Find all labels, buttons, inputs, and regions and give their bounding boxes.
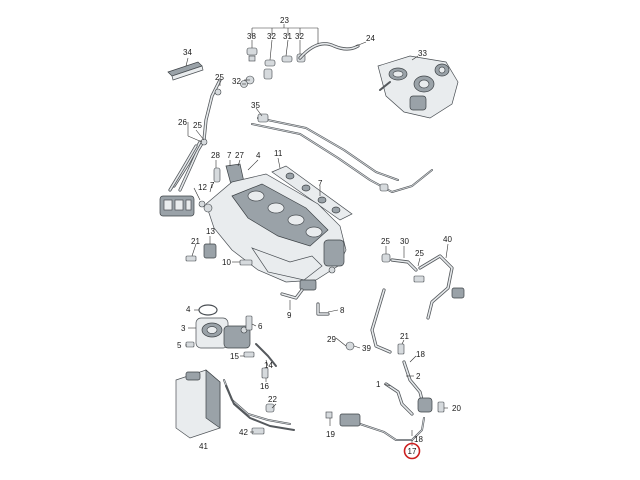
callout-17: 17 [408,447,417,456]
callout-17-highlight[interactable]: 17 [403,442,421,460]
callout-38: 38 [247,32,256,41]
callout-40: 40 [443,235,452,244]
callout-labels: 23 38 32 31 32 24 34 33 25 32 35 26 25 2… [177,16,461,460]
leader-lines [185,24,449,446]
callout-32: 32 [232,77,241,86]
callout-21: 21 [191,237,200,246]
hose-30 [381,253,418,272]
callout-33: 33 [418,49,427,58]
part-3-throttle-body [185,317,251,349]
hose-40 [413,254,465,320]
bolt-12 [198,200,206,208]
callout-10: 10 [222,258,231,267]
callout-7: 7 [210,181,215,190]
hose-29 [345,288,392,354]
callout-2: 2 [416,372,421,381]
callout-25: 25 [215,73,224,82]
part-34-bracket [167,57,204,81]
callout-39: 39 [362,344,371,353]
hose-18-lower [325,343,445,441]
pipe-35 [251,113,433,193]
callout-18: 18 [416,350,425,359]
callout-32: 32 [295,32,304,41]
part-4-oring [198,304,218,316]
callout-3: 3 [181,324,186,333]
part-14-rod [243,343,277,379]
fittings-23-group [245,47,306,85]
pipe-22 [223,379,295,431]
callout-32: 32 [267,32,276,41]
highlight-ring [403,442,421,460]
part-13-bracket [185,243,253,266]
callout-11: 11 [274,149,283,158]
pipe-8 [316,302,330,316]
connector-block [159,195,195,217]
intake-manifold [203,173,347,283]
pipe-9 [280,288,304,300]
part-41-canister [175,369,221,439]
callout-20: 20 [452,404,461,413]
callout-24: 24 [366,34,375,43]
callout-41: 41 [199,442,208,451]
callout-31: 31 [283,32,292,41]
callout-18: 18 [414,435,423,444]
callout-28: 28 [211,151,220,160]
callout-15: 15 [230,352,239,361]
callout-6: 6 [258,322,263,331]
callout-16: 16 [260,382,269,391]
part-42-clamp [251,427,265,435]
callout-25: 25 [381,237,390,246]
hose-24 [298,42,360,60]
callout-23: 23 [280,16,289,25]
callout-29: 29 [327,335,336,344]
part-7-sensor [299,279,317,291]
callout-4: 4 [256,151,261,160]
bolt-6 [245,315,253,331]
callout-26: 26 [178,118,187,127]
callout-13: 13 [206,227,215,236]
callout-4: 4 [186,305,191,314]
callout-7: 7 [318,179,323,188]
callout-19: 19 [326,430,335,439]
callout-27: 27 [235,151,244,160]
callout-21: 21 [400,332,409,341]
callout-14: 14 [264,361,273,370]
callout-30: 30 [400,237,409,246]
callout-34: 34 [183,48,192,57]
callout-25: 25 [415,249,424,258]
callout-1: 1 [376,380,381,389]
callout-9: 9 [287,311,292,320]
callout-7: 7 [227,151,232,160]
callout-5: 5 [177,341,182,350]
callout-35: 35 [251,101,260,110]
callout-12: 12 [198,183,207,192]
callout-8: 8 [340,306,345,315]
callout-42: 42 [239,428,248,437]
callout-25: 25 [193,121,202,130]
part-33-turbo [377,55,459,119]
callout-22: 22 [268,395,277,404]
part-11-gasket [271,165,353,221]
